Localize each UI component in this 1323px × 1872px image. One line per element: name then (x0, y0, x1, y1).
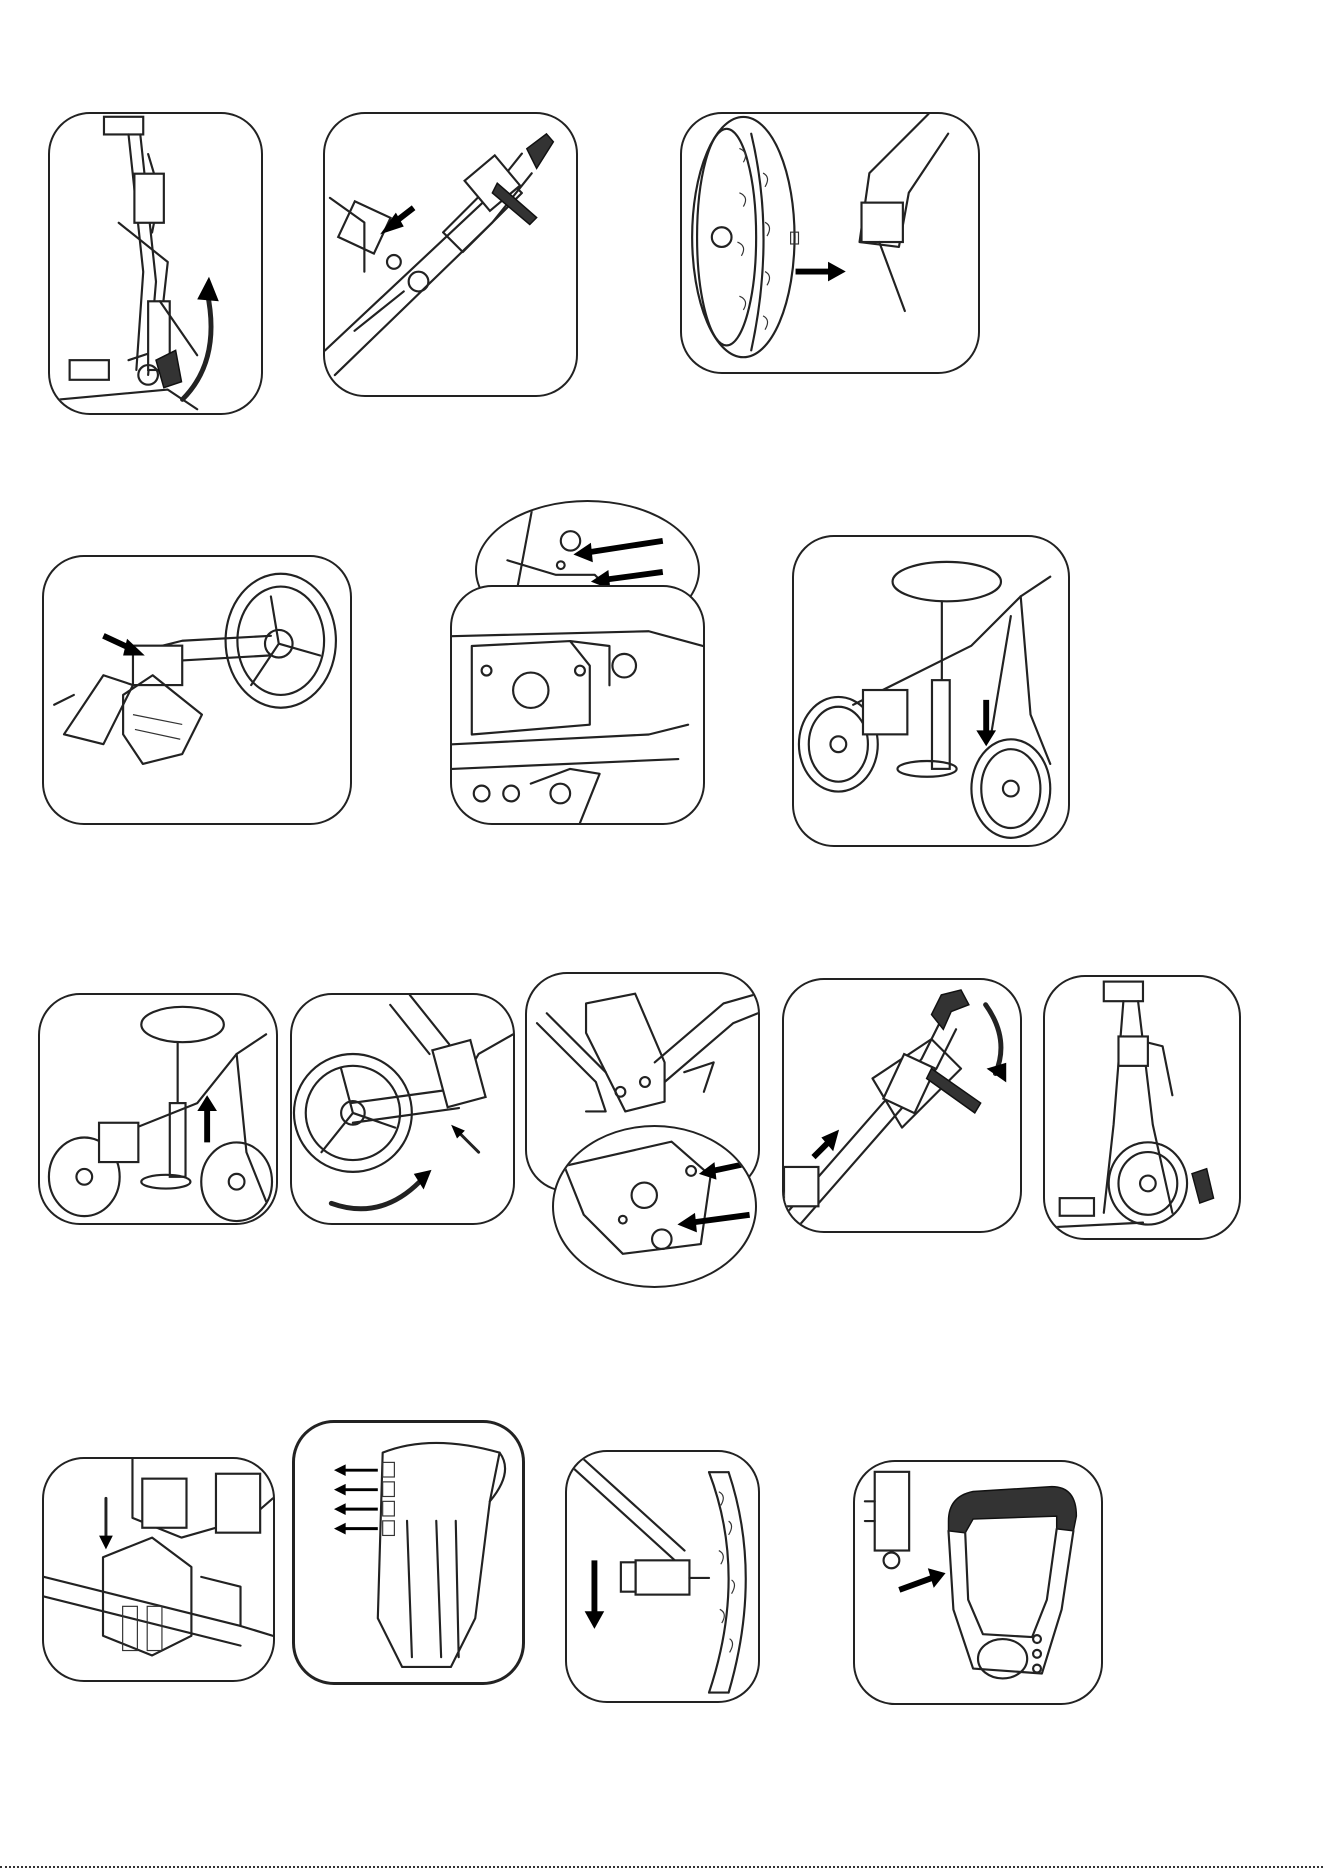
strap-slots-drawing (295, 1423, 522, 1682)
handle-extending-drawing (325, 114, 576, 395)
figure-accessory-holder-attach (853, 1460, 1103, 1705)
figure-wheel-fold (290, 993, 515, 1225)
figure-wheel-release (565, 1450, 760, 1703)
figure-seat-cart-lower (792, 535, 1070, 847)
cart-folded-front-drawing (1045, 977, 1239, 1238)
wheel-attach-drawing (682, 114, 978, 372)
figure-wheel-attach (680, 112, 980, 374)
page-footer-rule (0, 1866, 1323, 1868)
figure-front-wheel-assembly (42, 555, 352, 825)
arrow-left-icon (587, 541, 663, 553)
figure-handle-fold (782, 978, 1022, 1233)
bracket-detail-drawing (452, 587, 703, 823)
arrow-left-icon (605, 572, 663, 580)
wheel-fold-drawing (292, 995, 513, 1223)
arrow-up-right-icon (814, 1142, 829, 1157)
figure-cart-folded-upright (48, 112, 263, 415)
arrow-up-left-icon (459, 1133, 479, 1153)
figure-bag-rest-attach (42, 1457, 275, 1682)
curved-arrow-icon (182, 291, 211, 399)
handle-fold-drawing (784, 980, 1020, 1231)
seat-cart-lower-drawing (794, 537, 1068, 845)
curved-arrow-icon (986, 1005, 1001, 1074)
arrow-left-icon (691, 1215, 750, 1223)
bag-rest-attach-drawing (44, 1459, 273, 1680)
front-wheel-assembly-drawing (44, 557, 350, 823)
wheel-release-drawing (567, 1452, 758, 1701)
latch-detail-inset-drawing (554, 1127, 755, 1286)
seat-cart-raise-drawing (40, 995, 276, 1223)
figure-latch-detail-inset (552, 1125, 757, 1288)
cart-folded-upright-drawing (50, 114, 261, 413)
accessory-holder-attach-drawing (855, 1462, 1101, 1703)
figure-bracket-detail (450, 585, 705, 825)
figure-strap-slots (292, 1420, 525, 1685)
figure-cart-folded-front (1043, 975, 1241, 1240)
figure-handle-extending (323, 112, 578, 397)
curved-arrow-icon (331, 1182, 419, 1209)
arrow-left-icon (713, 1164, 745, 1171)
arrow-right-icon (899, 1578, 931, 1590)
figure-seat-cart-raise (38, 993, 278, 1225)
